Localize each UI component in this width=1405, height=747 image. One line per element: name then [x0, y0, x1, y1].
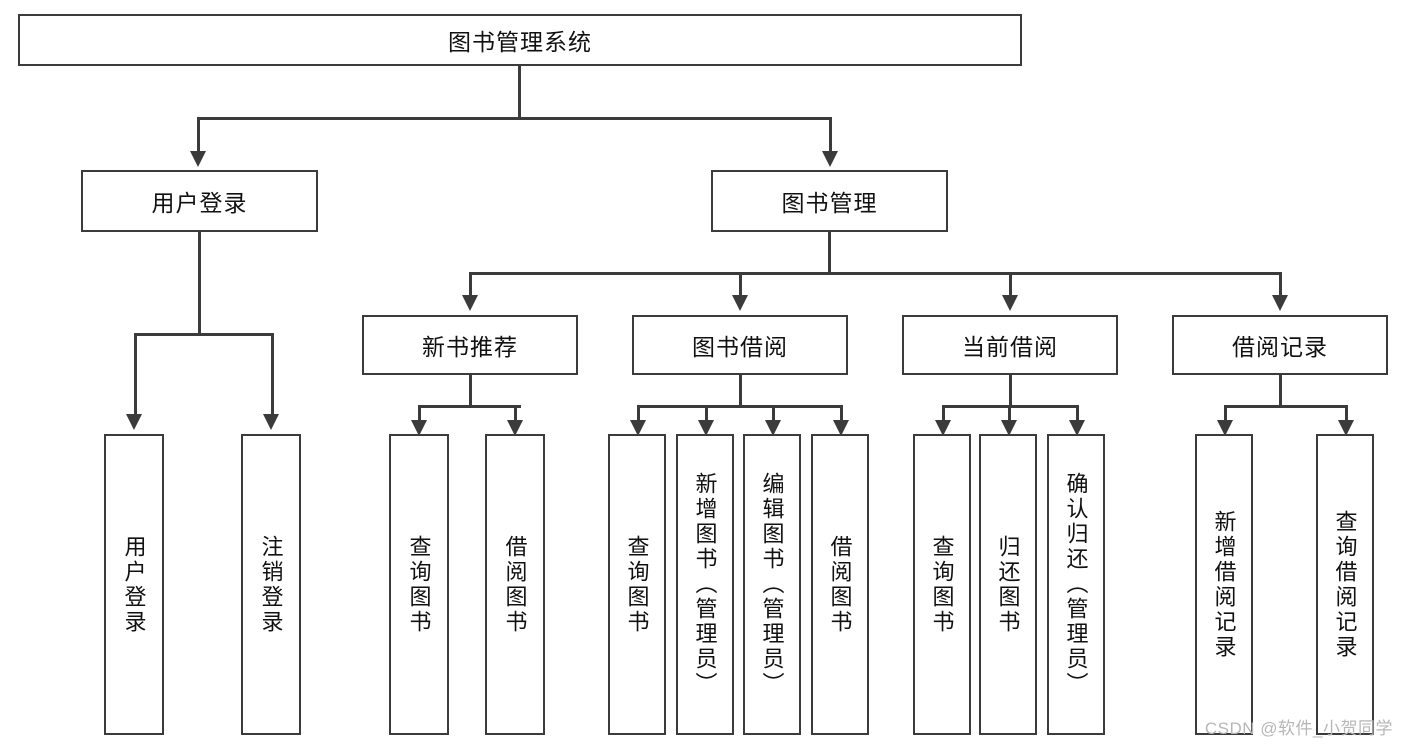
arrowhead-cb-leaf-1 [935, 420, 951, 436]
node-label: 查询借阅记录 [1332, 509, 1358, 660]
connector-cb-to-leaf-2 [1008, 405, 1011, 423]
arrowhead-root-to-user-login [190, 151, 206, 167]
node-label: 查询图书 [406, 534, 432, 635]
node-label: 新书推荐 [422, 334, 518, 360]
node-label: 注销登录 [258, 534, 284, 635]
node-current-borrow[interactable]: 当前借阅 [902, 315, 1118, 375]
leaf-new-book-borrow-book[interactable]: 借阅图书 [485, 434, 545, 735]
node-new-book-recommend[interactable]: 新书推荐 [362, 315, 578, 375]
arrowhead-bm-new-book [462, 295, 478, 311]
node-label: 查询图书 [929, 534, 955, 635]
node-label: 编辑图书（管理员） [759, 472, 785, 697]
node-borrow-record[interactable]: 借阅记录 [1172, 315, 1388, 375]
arrowhead-bb-leaf-2 [698, 420, 714, 436]
leaf-book-borrow-query-book[interactable]: 查询图书 [608, 434, 666, 735]
arrowhead-bb-leaf-4 [833, 420, 849, 436]
node-label: 图书借阅 [692, 334, 788, 360]
node-label: 新增借阅记录 [1211, 509, 1237, 660]
leaf-borrow-record-add-record[interactable]: 新增借阅记录 [1195, 434, 1253, 735]
node-user-login[interactable]: 用户登录 [81, 170, 318, 232]
connector-bm-to-book-borrow [739, 272, 742, 297]
connector-new-book-bus [418, 405, 521, 408]
leaf-new-book-query-book[interactable]: 查询图书 [389, 434, 449, 735]
watermark: CSDN @软件_小贺同学 [1204, 719, 1393, 738]
connector-cb-to-leaf-1 [942, 405, 945, 423]
leaf-current-borrow-confirm-return-admin[interactable]: 确认归还（管理员） [1047, 434, 1105, 735]
leaf-current-borrow-query-book[interactable]: 查询图书 [913, 434, 971, 735]
node-label: 查询图书 [624, 534, 650, 635]
arrowhead-br-leaf-1 [1217, 420, 1233, 436]
node-label: 图书管理系统 [448, 29, 592, 55]
connector-book-borrow-stem [739, 375, 742, 405]
connector-bb-to-leaf-3 [772, 405, 775, 423]
leaf-book-borrow-edit-book-admin[interactable]: 编辑图书（管理员） [743, 434, 801, 735]
connector-root-to-book-management [829, 117, 832, 153]
arrowhead-bm-borrow-record [1272, 295, 1288, 311]
arrowhead-new-book-leaf-1 [411, 420, 427, 436]
connector-bb-to-leaf-1 [637, 405, 640, 423]
connector-user-login-stem [198, 232, 201, 333]
connector-root-to-user-login [197, 117, 200, 153]
leaf-borrow-record-query-record[interactable]: 查询借阅记录 [1316, 434, 1374, 735]
node-label: 确认归还（管理员） [1063, 472, 1089, 697]
connector-borrow-record-stem [1279, 375, 1282, 405]
connector-cb-to-leaf-3 [1076, 405, 1079, 423]
node-label: 新增图书（管理员） [692, 472, 718, 697]
connector-br-to-leaf-2 [1345, 405, 1348, 423]
arrowhead-bb-leaf-1 [630, 420, 646, 436]
node-label: 当前借阅 [962, 334, 1058, 360]
connector-bm-to-current-borrow [1009, 272, 1012, 297]
leaf-user-login-logout[interactable]: 注销登录 [241, 434, 301, 735]
connector-root-bus [197, 117, 831, 120]
node-book-management[interactable]: 图书管理 [711, 170, 948, 232]
leaf-book-borrow-add-book-admin[interactable]: 新增图书（管理员） [676, 434, 734, 735]
connector-book-borrow-bus [637, 405, 842, 408]
connector-user-login-to-leaf-2 [271, 333, 274, 416]
connector-borrow-record-bus [1224, 405, 1345, 408]
arrowhead-cb-leaf-3 [1069, 420, 1085, 436]
connector-bm-to-borrow-record [1279, 272, 1282, 297]
arrowhead-bb-leaf-3 [765, 420, 781, 436]
connector-current-borrow-stem [1009, 375, 1012, 405]
node-label: 用户登录 [151, 190, 248, 216]
connector-new-book-stem [469, 375, 472, 405]
arrowhead-root-to-book-management [822, 151, 838, 167]
arrowhead-bm-book-borrow [732, 295, 748, 311]
arrowhead-bm-current-borrow [1002, 295, 1018, 311]
leaf-current-borrow-return-book[interactable]: 归还图书 [979, 434, 1037, 735]
arrowhead-user-login-leaf-1 [126, 414, 142, 430]
connector-book-management-bus [469, 272, 1281, 275]
node-root-book-management-system[interactable]: 图书管理系统 [18, 14, 1022, 66]
connector-new-book-to-leaf-2 [514, 405, 517, 423]
arrowhead-br-leaf-2 [1338, 420, 1354, 436]
node-label: 图书管理 [781, 190, 878, 216]
connector-user-login-to-leaf-1 [134, 333, 137, 416]
connector-book-management-stem [828, 232, 831, 272]
connector-br-to-leaf-1 [1224, 405, 1227, 423]
connector-bb-to-leaf-4 [840, 405, 843, 423]
arrowhead-cb-leaf-2 [1001, 420, 1017, 436]
leaf-user-login-login[interactable]: 用户登录 [104, 434, 164, 735]
node-book-borrow[interactable]: 图书借阅 [632, 315, 848, 375]
node-label: 借阅记录 [1232, 334, 1328, 360]
connector-bm-to-new-book [469, 272, 472, 297]
arrowhead-new-book-leaf-2 [507, 420, 523, 436]
connector-root-stem [518, 66, 521, 117]
arrowhead-user-login-leaf-2 [263, 414, 279, 430]
connector-user-login-bus [134, 333, 271, 336]
node-label: 借阅图书 [502, 534, 528, 635]
node-label: 用户登录 [121, 534, 147, 635]
leaf-book-borrow-borrow-book[interactable]: 借阅图书 [811, 434, 869, 735]
node-label: 归还图书 [995, 534, 1021, 635]
connector-new-book-to-leaf-1 [418, 405, 421, 423]
node-label: 借阅图书 [827, 534, 853, 635]
connector-bb-to-leaf-2 [705, 405, 708, 423]
